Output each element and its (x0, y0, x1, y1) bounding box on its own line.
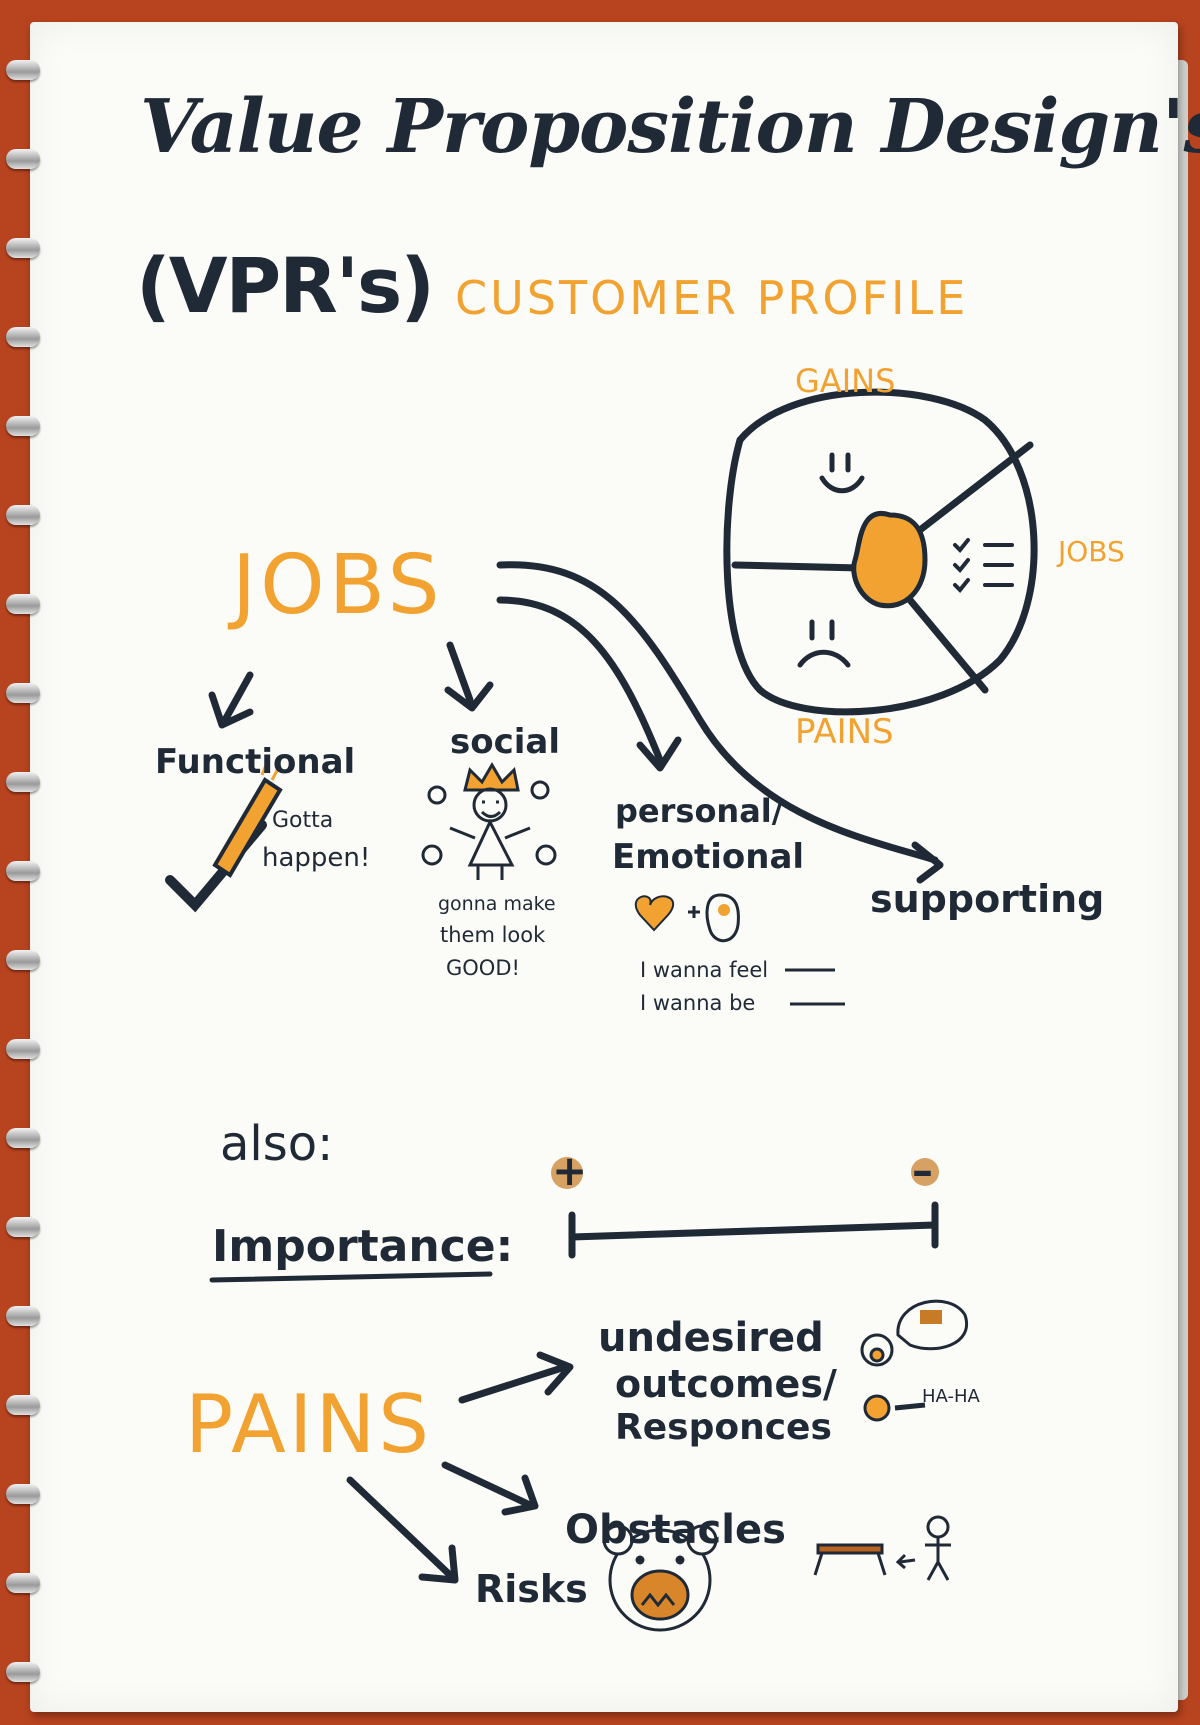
spiral-ring (6, 1217, 40, 1237)
spiral-ring (6, 683, 40, 703)
risks-label: Risks (475, 1567, 588, 1611)
pencil-check-icon (165, 759, 283, 913)
spiral-ring (6, 60, 40, 80)
sad-face-icon (797, 619, 851, 668)
jobs-arrows (208, 561, 944, 884)
undesired-line-1: undesired (598, 1315, 824, 1361)
spiral-ring (6, 1484, 40, 1504)
importance-label: Importance: (212, 1221, 514, 1272)
jobs-heading: JOBS (232, 538, 444, 633)
undesired-line-2: outcomes/ (615, 1362, 837, 1406)
personal-label: personal/ (615, 792, 784, 830)
spiral-ring (6, 1662, 40, 1682)
spiral-ring (6, 1306, 40, 1326)
spiral-ring (6, 1573, 40, 1593)
supporting-label: supporting (870, 877, 1105, 921)
bear-risk-icon (602, 1524, 718, 1632)
pains-diagram-label: PAINS (795, 712, 894, 752)
also-label: also: (220, 1116, 334, 1172)
be-line: I wanna be (640, 991, 756, 1015)
functional-note-1: Gotta (272, 808, 334, 833)
spiral-binding (0, 60, 44, 1720)
importance-plus: + (552, 1146, 588, 1195)
haha-text: HA-HA (922, 1386, 980, 1407)
obstacles-label: Obstacles (565, 1507, 786, 1553)
smile-face-icon (819, 452, 865, 494)
subtitle-customer-profile: CUSTOMER PROFILE (455, 271, 969, 325)
functional-note-2: happen! (262, 843, 371, 873)
spiral-ring (6, 594, 40, 614)
spiral-ring (6, 238, 40, 258)
obstacle-figure-icon (813, 1515, 951, 1581)
social-note-2: them look (440, 923, 546, 947)
gossip-faces-icon (860, 1299, 969, 1422)
spiral-ring (6, 1395, 40, 1415)
checklist-icon (953, 538, 1014, 593)
gains-label: GAINS (795, 362, 896, 400)
page-title: Value Proposition Design's (140, 84, 1200, 170)
spiral-ring (6, 149, 40, 169)
heart-head-icon (634, 893, 740, 943)
spiral-ring (6, 416, 40, 436)
social-note-1: gonna make (438, 893, 556, 915)
spiral-ring (6, 772, 40, 792)
customer-head-icon (851, 510, 928, 609)
jobs-diagram-label: JOBS (1058, 535, 1125, 568)
spiral-ring (6, 505, 40, 525)
undesired-line-3: Responces (615, 1407, 832, 1448)
spiral-ring (6, 1128, 40, 1148)
pains-arrows (346, 1351, 574, 1584)
spiral-ring (6, 861, 40, 881)
pains-heading: PAINS (185, 1378, 433, 1471)
emotional-label: Emotional (612, 837, 805, 877)
customer-profile-circle (723, 388, 1038, 716)
importance-scale (209, 1201, 939, 1283)
functional-label: Functional (155, 742, 356, 782)
title-abbreviation: (VPR's) (136, 241, 435, 330)
social-label: social (450, 722, 561, 762)
spiral-ring (6, 1039, 40, 1059)
spiral-ring (6, 327, 40, 347)
social-figure-icon (421, 762, 557, 880)
social-note-3: GOOD! (446, 956, 520, 980)
importance-minus: – (912, 1146, 933, 1195)
spiral-ring (6, 950, 40, 970)
feel-line: I wanna feel (640, 958, 769, 982)
